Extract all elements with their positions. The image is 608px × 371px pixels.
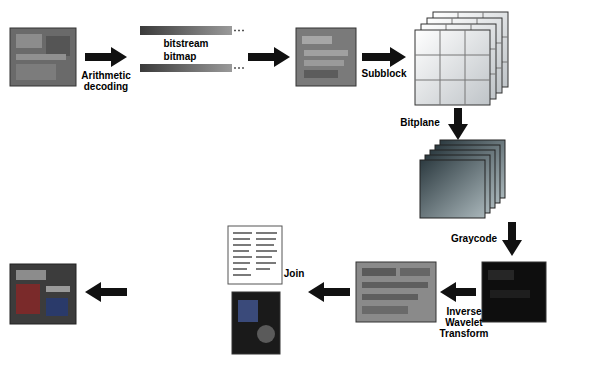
image-texture	[302, 36, 332, 44]
arrow-label: Inverse Wavelet Transform	[437, 306, 492, 339]
bitmap-bar	[140, 64, 232, 72]
image-texture	[16, 34, 42, 48]
reconstructed-image	[356, 262, 436, 322]
image-texture	[46, 36, 70, 56]
image-texture	[304, 50, 348, 56]
image-texture	[46, 298, 68, 316]
image-texture	[16, 54, 66, 60]
image-texture	[304, 60, 344, 66]
flow-arrow	[308, 282, 350, 302]
image-texture	[16, 270, 46, 280]
bitplane-stack	[420, 140, 505, 218]
continuation-dots	[234, 30, 246, 32]
output-image	[10, 264, 76, 324]
subblock-grid	[415, 30, 490, 105]
arrow-label: Arithmetic decoding	[75, 70, 137, 92]
flow-arrow	[362, 47, 406, 67]
continuation-dots	[234, 67, 246, 69]
image-texture	[16, 64, 56, 80]
flow-arrow	[440, 282, 476, 302]
flow-arrow	[502, 222, 522, 256]
image-texture	[488, 270, 514, 280]
image-texture	[304, 70, 338, 78]
input-image	[10, 28, 76, 86]
flow-arrow	[85, 282, 127, 302]
image-texture	[362, 282, 428, 288]
flow-arrow	[85, 47, 127, 67]
flow-arrow	[448, 108, 468, 140]
picture-layer-image	[232, 292, 280, 354]
bitstream-bar	[140, 26, 232, 35]
image-texture	[257, 325, 275, 343]
image-texture	[362, 268, 396, 276]
grid-lines	[415, 30, 490, 105]
image-texture	[490, 290, 530, 298]
image-texture	[400, 268, 430, 276]
arrow-label: Subblock	[361, 68, 406, 79]
arrow-label: bitmap	[164, 51, 197, 62]
text-layer-image	[228, 226, 282, 284]
image-texture	[46, 286, 70, 292]
graycode-image	[482, 262, 546, 322]
subblock-stack	[415, 12, 508, 105]
decoded-image	[296, 28, 356, 86]
arrow-label: Graycode	[451, 233, 497, 244]
arrow-label: Join	[284, 268, 305, 279]
bitplane-layer	[420, 160, 485, 218]
image-texture	[238, 300, 258, 322]
image-texture	[362, 306, 408, 314]
flow-arrow	[248, 47, 290, 67]
image-texture	[16, 284, 40, 314]
subblock-layer	[415, 30, 490, 105]
arrow-label: bitstream	[163, 38, 208, 49]
arrow-label: Bitplane	[400, 117, 439, 128]
image-texture	[362, 294, 418, 300]
text-lines	[233, 233, 277, 275]
